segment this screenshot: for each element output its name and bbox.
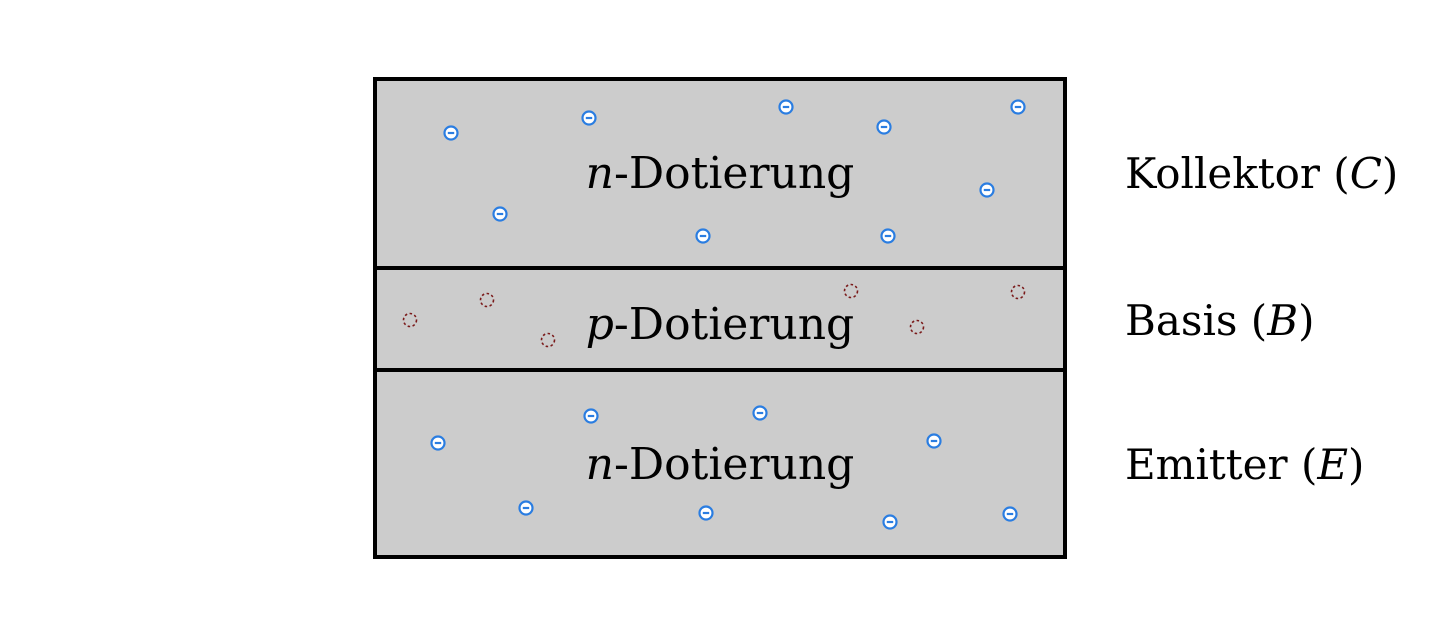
emitter-layer (375, 370, 1065, 557)
base-layer (375, 268, 1065, 370)
minus-circle-icon (880, 228, 896, 244)
emitter-terminal-label: Emitter (E) (1125, 440, 1364, 489)
minus-circle-icon (752, 405, 768, 421)
minus-circle-icon (443, 125, 459, 141)
dashed-circle-icon (479, 292, 495, 308)
minus-circle-icon (1002, 506, 1018, 522)
dashed-circle-icon (540, 332, 556, 348)
base-terminal-label: Basis (B) (1125, 296, 1314, 345)
dashed-circle-icon (402, 312, 418, 328)
minus-circle-icon (876, 119, 892, 135)
minus-circle-icon (492, 206, 508, 222)
dashed-circle-icon (909, 319, 925, 335)
minus-circle-icon (1010, 99, 1026, 115)
collector-layer (375, 79, 1065, 268)
charge-carriers (402, 99, 1026, 530)
device-outline (373, 77, 1067, 559)
emitter-doping-label: n-Dotierung (586, 439, 855, 490)
minus-circle-icon (695, 228, 711, 244)
minus-circle-icon (698, 505, 714, 521)
minus-circle-icon (882, 514, 898, 530)
minus-circle-icon (581, 110, 597, 126)
dashed-circle-icon (843, 283, 859, 299)
minus-circle-icon (979, 182, 995, 198)
minus-circle-icon (778, 99, 794, 115)
collector-doping-label: n-Dotierung (586, 148, 855, 199)
minus-circle-icon (926, 433, 942, 449)
collector-terminal-label: Kollektor (C) (1125, 149, 1398, 198)
dashed-circle-icon (1010, 284, 1026, 300)
base-doping-label: p-Dotierung (586, 299, 854, 350)
minus-circle-icon (430, 435, 446, 451)
minus-circle-icon (583, 408, 599, 424)
minus-circle-icon (518, 500, 534, 516)
